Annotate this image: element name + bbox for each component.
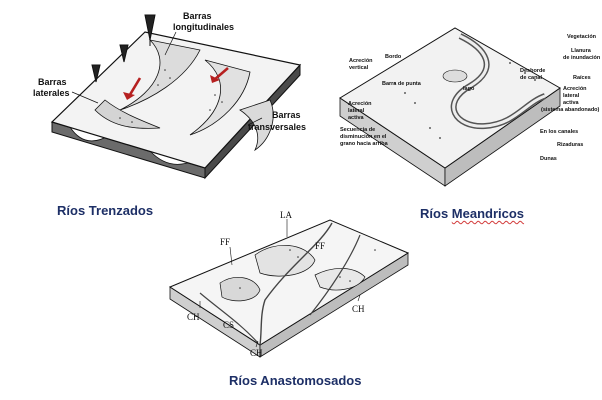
label-desborde-2: de canal xyxy=(520,75,542,81)
block-top-surface xyxy=(168,219,410,346)
transverse-bar xyxy=(189,59,251,136)
anastomosing-channel xyxy=(199,292,259,344)
label-rizaduras: Rizaduras xyxy=(557,142,583,148)
label-acrecion-lateral-4: (sistema abandonado) xyxy=(541,107,600,113)
oxbow-lake xyxy=(442,69,468,83)
caption-rios-meandricos: Ríos Meandricos xyxy=(420,206,524,221)
label-barras-laterales-1: Barras xyxy=(38,77,67,87)
tree-icon xyxy=(91,14,156,83)
label-ff-left: FF xyxy=(220,237,230,247)
label-secuencia-1: Secuencia de xyxy=(340,127,375,133)
label-barras-longitudinales-2: longitudinales xyxy=(173,22,234,32)
flow-arrow-head xyxy=(123,92,135,100)
anastomosing-channel xyxy=(309,234,361,316)
label-barras-laterales-2: laterales xyxy=(33,88,70,98)
label-acrecion-vertical-1: Acreción xyxy=(349,58,373,64)
label-bordo: Bordo xyxy=(385,54,402,60)
label-llanura-1: Llanura xyxy=(571,48,592,54)
floodplain-island xyxy=(254,244,316,277)
flow-arrow-head xyxy=(210,75,220,83)
label-cs: CS xyxy=(223,320,234,330)
label-acrecion-lateral-activa-1: Acreción xyxy=(348,101,372,107)
meandering-river-block: Vegetación Llanura de inundación Bordo A… xyxy=(339,27,601,187)
label-lago: lago xyxy=(463,86,475,92)
label-acrecion-lateral-activa-2: lateral xyxy=(348,108,365,114)
label-ch-bottom: CH xyxy=(250,348,263,358)
anastomosing-river-diagram: LA FF FF CH CS CH CH xyxy=(160,205,420,370)
vegetation-texture xyxy=(239,249,376,289)
label-acrecion-lateral-3: activa xyxy=(563,100,580,106)
label-barras-transversales-2: transversales xyxy=(248,122,306,132)
label-barras-transversales-1: Barras xyxy=(272,110,301,120)
label-llanura-2: de inundación xyxy=(563,55,601,61)
lateral-bar xyxy=(94,99,161,129)
block-top-surface xyxy=(339,27,561,169)
label-secuencia-3: grano hacia arriba xyxy=(340,141,389,147)
braided-river-block: Barras longitudinales Barras laterales B… xyxy=(33,11,306,180)
label-barras-longitudinales-1: Barras xyxy=(183,11,212,21)
caption-prefix: Ríos xyxy=(420,206,452,221)
label-ff-right: FF xyxy=(315,241,325,251)
label-secuencia-2: disminución en el xyxy=(340,134,387,140)
label-acrecion-vertical-2: vertical xyxy=(349,65,369,71)
caption-rios-trenzados: Ríos Trenzados xyxy=(57,203,154,218)
label-desborde-1: Desborde xyxy=(520,68,545,74)
flow-arrow-icon xyxy=(213,67,229,81)
caption-rios-anastomosados: Ríos Anastomosados xyxy=(229,373,362,388)
vegetation-texture xyxy=(394,62,536,139)
meandering-river-diagram: Vegetación Llanura de inundación Bordo A… xyxy=(335,8,602,203)
floodplain-island xyxy=(219,277,261,302)
label-vegetacion: Vegetación xyxy=(567,34,597,40)
stipple-texture xyxy=(119,69,256,129)
label-dunas: Dunas xyxy=(540,156,557,162)
block-top-surface xyxy=(50,31,302,169)
anastomosing-channel xyxy=(259,222,333,346)
label-en-los-canales: En los canales xyxy=(540,129,578,135)
label-la: LA xyxy=(280,210,292,220)
label-acrecion-lateral-activa-3: activa xyxy=(348,115,365,121)
meander-channel-water xyxy=(452,34,546,128)
caption-word-meandricos: Meandricos xyxy=(451,206,525,221)
label-acrecion-lateral-2: lateral xyxy=(563,93,580,99)
label-ch-right: CH xyxy=(352,304,365,314)
label-raices: Raíces xyxy=(573,75,591,81)
transverse-bar xyxy=(239,99,274,152)
anastomosing-river-block: LA FF FF CH CS CH CH xyxy=(168,210,410,358)
label-barra-de-punta: Barra de punta xyxy=(382,81,422,87)
label-acrecion-lateral-1: Acreción xyxy=(563,86,587,92)
braided-river-diagram: Barras longitudinales Barras laterales B… xyxy=(0,0,310,200)
label-ch-left: CH xyxy=(187,312,200,322)
